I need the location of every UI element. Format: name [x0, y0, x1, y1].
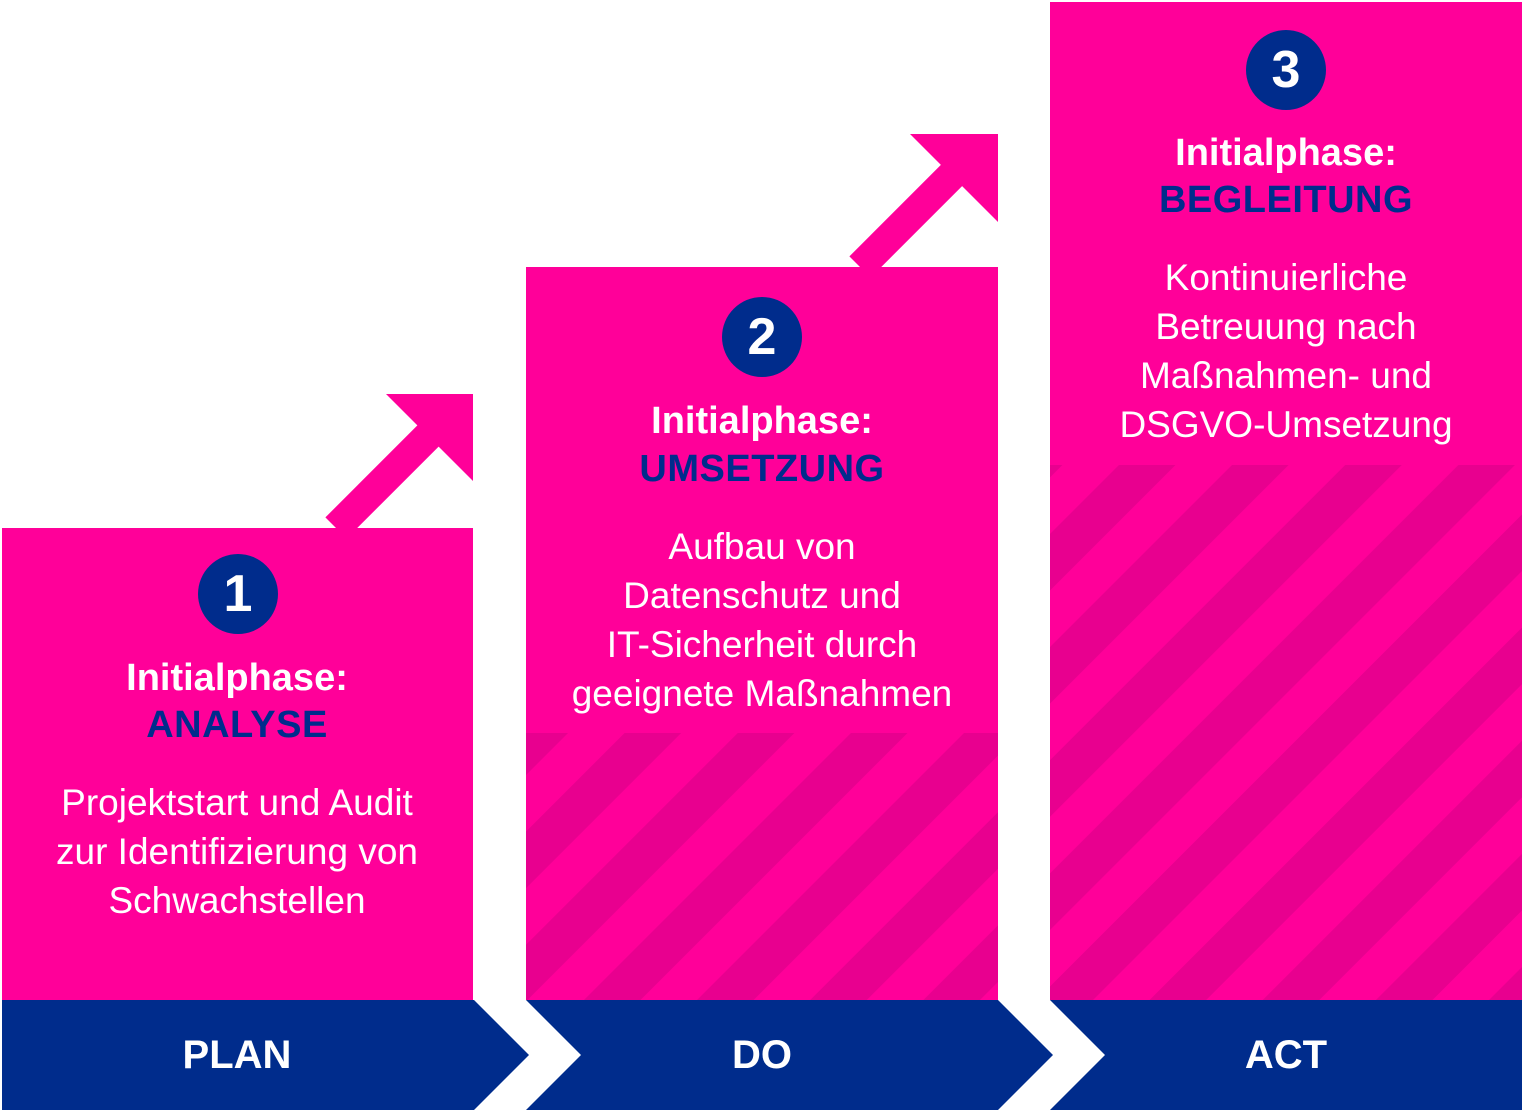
step-1-arrow-icon	[325, 394, 473, 539]
do-chevron	[526, 1000, 1053, 1110]
act-chevron	[1050, 1000, 1522, 1110]
step-2-stripes	[526, 733, 998, 1000]
step-3-stripes	[1050, 465, 1522, 1000]
step-1-panel	[2, 528, 473, 1000]
step-2-arrow-icon	[849, 134, 998, 278]
plan-chevron	[2, 1000, 529, 1110]
